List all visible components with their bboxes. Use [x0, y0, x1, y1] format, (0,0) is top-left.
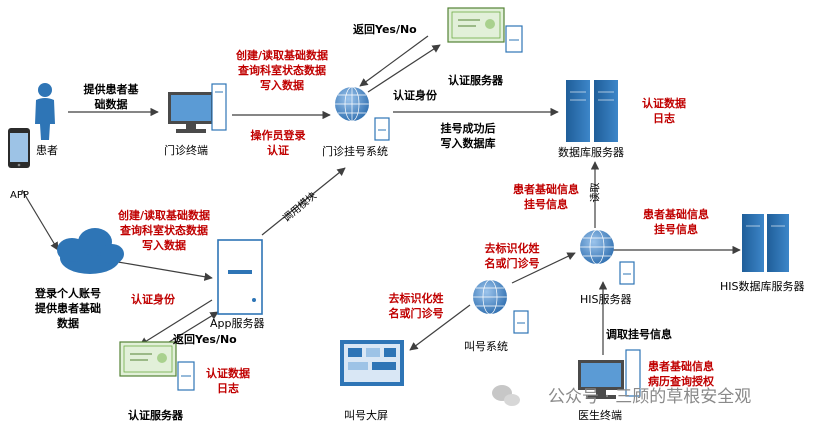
edge-get-reg-info: 调取挂号信息 — [606, 328, 672, 341]
edge-auth-log-bottom-line2: 日志 — [217, 382, 239, 395]
edge-deid-down: 去标识化姓 名或门诊号 — [376, 291, 456, 321]
edge-read: 读取 — [590, 182, 602, 203]
clinic-reg-system-label: 门诊挂号系统 — [322, 145, 388, 158]
wechat-icon — [492, 385, 520, 406]
edge-operator-login: 操作员登录 认证 — [240, 128, 316, 158]
arrow-callsys-to-screen — [409, 304, 471, 351]
login-note-line1: 登录个人账号 — [35, 287, 101, 300]
edge-doctor-info-line1: 患者基础信息 — [648, 360, 714, 373]
arrow-cloud-to-appserver — [117, 261, 213, 281]
edge-return-yesno-top: 返回Yes/No — [353, 23, 417, 36]
doctor-terminal-label: 医生终端 — [578, 409, 622, 422]
globe-server-icon-his — [580, 229, 635, 285]
edge-operator-login-line2: 认证 — [267, 144, 289, 157]
edge-deid-up-line2: 名或门诊号 — [484, 257, 540, 270]
arrow-auth-top-to-regsys — [359, 35, 429, 87]
clinic-terminal-label: 门诊终端 — [164, 144, 208, 157]
edge-create-read-top-line1: 创建/读取基础数据 — [235, 49, 329, 62]
edge-auth-log-bottom-line1: 认证数据 — [206, 367, 250, 380]
edge-auth-log-top: 认证数据 日志 — [636, 96, 692, 126]
edge-write-db: 挂号成功后 写入数据库 — [428, 121, 508, 151]
app-server-label: App服务器 — [210, 317, 265, 330]
edge-deid-down-line2: 名或门诊号 — [388, 307, 444, 320]
patient-label: 患者 — [36, 144, 58, 157]
edge-auth-log-top-line2: 日志 — [653, 112, 675, 125]
auth-server-top-label: 认证服务器 — [448, 74, 503, 87]
edge-operator-login-line1: 操作员登录 — [250, 129, 306, 142]
edge-patient-info-up-line2: 挂号信息 — [524, 198, 568, 211]
watermark-text: 公众号 · 三顾的草根安全观 — [548, 387, 752, 407]
edge-patient-info-right-line2: 挂号信息 — [654, 223, 698, 236]
edge-deid-up-line1: 去标识化姓 — [484, 242, 540, 255]
edge-app-create-read-line2: 查询科室状态数据 — [120, 224, 208, 237]
edge-auth-log-top-line1: 认证数据 — [642, 97, 686, 110]
his-server-label: HIS服务器 — [580, 293, 632, 306]
edge-auth-identity-top: 认证身份 — [393, 89, 437, 102]
edge-return-yesno-bottom: 返回Yes/No — [173, 333, 237, 346]
app-server-icon — [217, 239, 263, 315]
edge-app-create-read: 创建/读取基础数据 查询科室状态数据 写入数据 — [110, 208, 218, 253]
edge-provide-info-line1: 提供患者基 — [83, 83, 139, 96]
edge-create-read-top-line2: 查询科室状态数据 — [238, 64, 326, 77]
his-db-server-label: HIS数据库服务器 — [720, 280, 805, 293]
edge-patient-info-right: 患者基础信息 挂号信息 — [636, 207, 716, 237]
arrow-appserver-to-auth-bottom — [139, 299, 213, 346]
database-server-icon — [566, 80, 618, 142]
display-screen-icon — [340, 340, 404, 386]
edge-write-db-line1: 挂号成功后 — [440, 122, 496, 135]
edge-deid-up: 去标识化姓 名或门诊号 — [472, 241, 552, 271]
edge-provide-info: 提供患者基 础数据 — [76, 82, 146, 112]
login-note-line3: 数据 — [57, 317, 79, 330]
edge-deid-down-line1: 去标识化姓 — [388, 292, 444, 305]
edge-doctor-info-line2: 病历查询授权 — [648, 375, 714, 388]
edge-write-db-line2: 写入数据库 — [440, 137, 496, 150]
his-database-server-icon — [742, 214, 789, 272]
edge-app-create-read-line3: 写入数据 — [142, 239, 186, 252]
login-note: 登录个人账号 提供患者基础 数据 — [20, 286, 116, 331]
edge-auth-identity-bottom: 认证身份 — [131, 293, 175, 306]
db-server-label: 数据库服务器 — [558, 146, 624, 159]
edge-patient-info-right-line1: 患者基础信息 — [643, 208, 709, 221]
call-system-label: 叫号系统 — [464, 340, 508, 353]
edge-patient-info-up: 患者基础信息 挂号信息 — [506, 182, 586, 212]
globe-server-icon-call — [473, 279, 529, 334]
arrow-appserver-to-regsys — [261, 167, 346, 236]
edge-patient-info-up-line1: 患者基础信息 — [513, 183, 579, 196]
edge-doctor-info: 患者基础信息 病历查询授权 — [640, 359, 722, 389]
edge-app-create-read-line1: 创建/读取基础数据 — [117, 209, 211, 222]
arrows — [21, 35, 741, 356]
edge-create-read-top-line3: 写入数据 — [260, 79, 304, 92]
auth-server-bottom-label: 认证服务器 — [128, 409, 183, 422]
desktop-computer-icon — [168, 83, 227, 133]
doctor-computer-icon — [578, 349, 641, 399]
arrow-app-to-cloud — [21, 189, 59, 251]
call-screen-label: 叫号大屏 — [344, 409, 388, 422]
edge-provide-info-line2: 础数据 — [94, 98, 128, 111]
phone-icon — [8, 128, 30, 168]
certificate-server-icon-top — [447, 7, 523, 53]
arrow-regsys-to-auth-top — [367, 44, 441, 93]
person-icon — [35, 83, 55, 140]
arrow-callsys-to-his — [511, 252, 576, 284]
edge-auth-log-bottom: 认证数据 日志 — [198, 366, 258, 396]
login-note-line2: 提供患者基础 — [35, 302, 101, 315]
globe-server-icon-regsys — [335, 86, 390, 141]
certificate-server-icon-bottom — [119, 341, 195, 391]
cloud-icon — [57, 228, 124, 274]
edge-create-read-top: 创建/读取基础数据 查询科室状态数据 写入数据 — [228, 48, 336, 93]
app-label: APP — [10, 190, 29, 201]
